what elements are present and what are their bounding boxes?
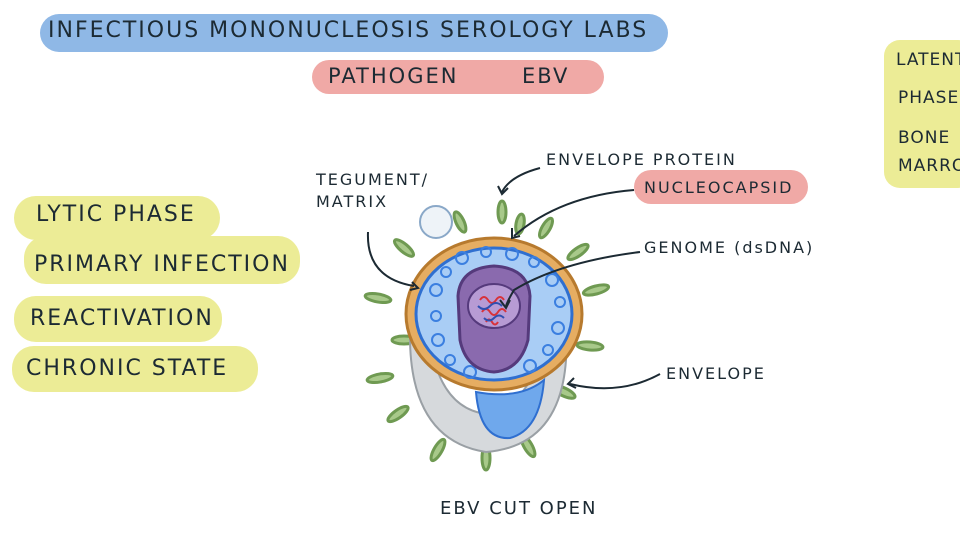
nucleocapsid-label: NUCLEOCAPSID — [644, 178, 794, 197]
phase-label: PHASE — [898, 88, 960, 108]
pathogen-value: EBV — [522, 64, 570, 88]
reactivation-highlight — [14, 296, 222, 342]
latent-phase-highlight — [884, 40, 960, 188]
latent-label: LATENT — [896, 50, 960, 70]
chronic-state-highlight — [12, 346, 258, 392]
diagram-caption: EBV CUT OPEN — [440, 498, 598, 519]
page-title: INFECTIOUS MONONUCLEOSIS SEROLOGY LABS — [48, 18, 649, 43]
nucleocapsid-highlight — [634, 170, 808, 204]
vesicle-bubble — [419, 205, 453, 239]
chronic-state-label: CHRONIC STATE — [26, 356, 229, 381]
reactivation-label: REACTIVATION — [30, 306, 214, 331]
pathogen-label: PATHOGEN — [328, 64, 459, 88]
genome-label: GENOME (dsDNA) — [644, 238, 815, 257]
matrix-label: MATRIX — [316, 192, 389, 211]
marrow-label: MARRO — [898, 156, 960, 176]
lytic-phase-label: LYTIC PHASE — [36, 202, 196, 227]
cut-matrix — [474, 377, 546, 440]
lytic-phase-highlight — [14, 196, 220, 240]
envelope-label: ENVELOPE — [666, 364, 766, 383]
pathogen-highlight — [312, 60, 604, 94]
primary-infection-label: PRIMARY INFECTION — [34, 252, 290, 277]
nucleocapsid-top — [467, 283, 521, 329]
bone-label: BONE — [898, 128, 951, 148]
envelope-protein-label: ENVELOPE PROTEIN — [546, 150, 737, 169]
primary-infection-highlight — [24, 236, 300, 284]
label-pointers — [366, 167, 661, 390]
title-highlight — [40, 14, 668, 52]
tegument-texture — [429, 246, 566, 379]
tegument-label: TEGUMENT/ — [316, 170, 430, 189]
